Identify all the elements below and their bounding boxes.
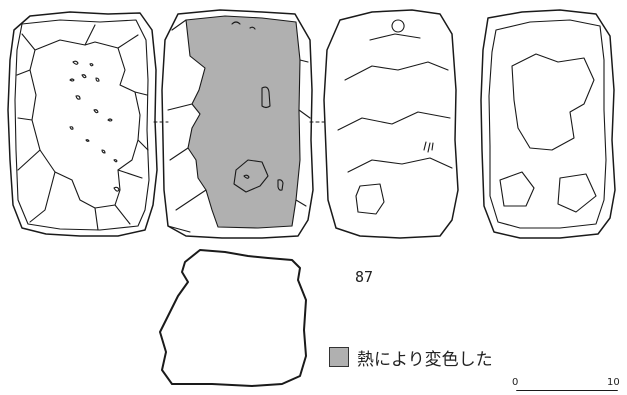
view-side-inner	[488, 19, 607, 229]
view-heated-outline	[161, 9, 314, 239]
view-rear-mark	[423, 141, 434, 153]
view-heated-rim	[167, 19, 311, 233]
view-rear-scar	[355, 183, 385, 215]
legend-swatch	[329, 347, 349, 367]
view-rear	[323, 9, 459, 239]
scale-end-label: 10	[607, 377, 620, 388]
view-heated-scar-2	[233, 159, 269, 193]
view-side-scar-b	[499, 171, 597, 213]
view-rear-ridges	[337, 33, 453, 173]
figure-number: 87	[355, 268, 374, 286]
view-front	[7, 11, 158, 237]
view-heated-scar-1	[261, 86, 271, 109]
view-front-cortex	[29, 39, 141, 209]
view-side-scar-a	[511, 53, 595, 151]
view-heated-top-mark	[231, 21, 256, 30]
view-front-scar-a	[16, 33, 56, 223]
view-front-outline	[7, 11, 158, 237]
legend-label: 熱により変色した	[357, 349, 493, 370]
view-front-pits	[69, 60, 120, 192]
view-front-scar-b	[84, 24, 149, 231]
view-heated	[161, 9, 314, 239]
view-rear-ring	[391, 19, 405, 33]
view-heated-scar-3	[243, 174, 284, 191]
cross-section-profile	[159, 249, 307, 387]
view-front-inner-edge	[14, 19, 150, 231]
view-heated-shaded-area	[185, 15, 301, 229]
view-rear-outline	[323, 9, 459, 239]
legend: 熱により変色した	[329, 346, 493, 370]
view-side-outline	[480, 9, 616, 239]
scale-start-label: 0	[512, 377, 519, 388]
view-side	[480, 9, 616, 239]
